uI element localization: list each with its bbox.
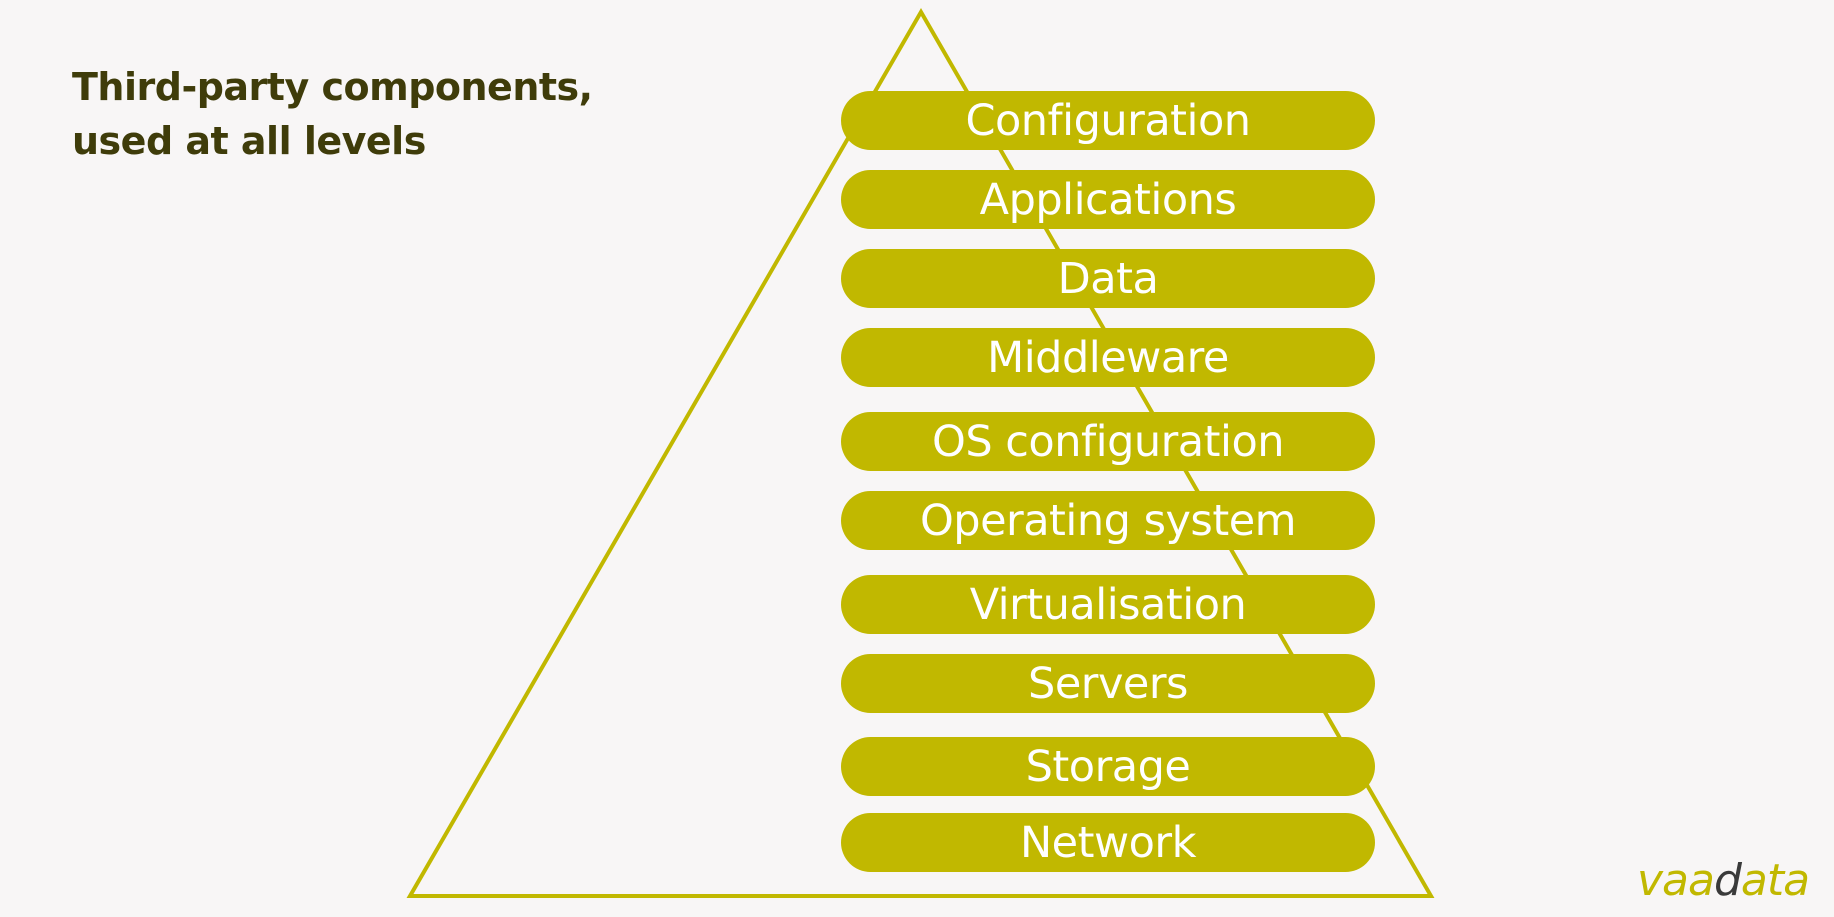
heading-line-1: Third-party components, — [72, 65, 593, 109]
logo-part-2: d — [1713, 855, 1742, 906]
layer-operating-system: Operating system — [841, 491, 1375, 550]
layer-os-configuration: OS configuration — [841, 412, 1375, 471]
layer-servers: Servers — [841, 654, 1375, 713]
layer-storage: Storage — [841, 737, 1375, 796]
heading-line-2: used at all levels — [72, 119, 426, 163]
layer-data: Data — [841, 249, 1375, 308]
logo-part-3: ata — [1740, 855, 1810, 906]
layer-virtualisation: Virtualisation — [841, 575, 1375, 634]
layer-applications: Applications — [841, 170, 1375, 229]
diagram-heading: Third-party components, used at all leve… — [72, 60, 593, 168]
layer-middleware: Middleware — [841, 328, 1375, 387]
layer-configuration: Configuration — [841, 91, 1375, 150]
layer-network: Network — [841, 813, 1375, 872]
logo-part-1: vaa — [1637, 855, 1715, 906]
